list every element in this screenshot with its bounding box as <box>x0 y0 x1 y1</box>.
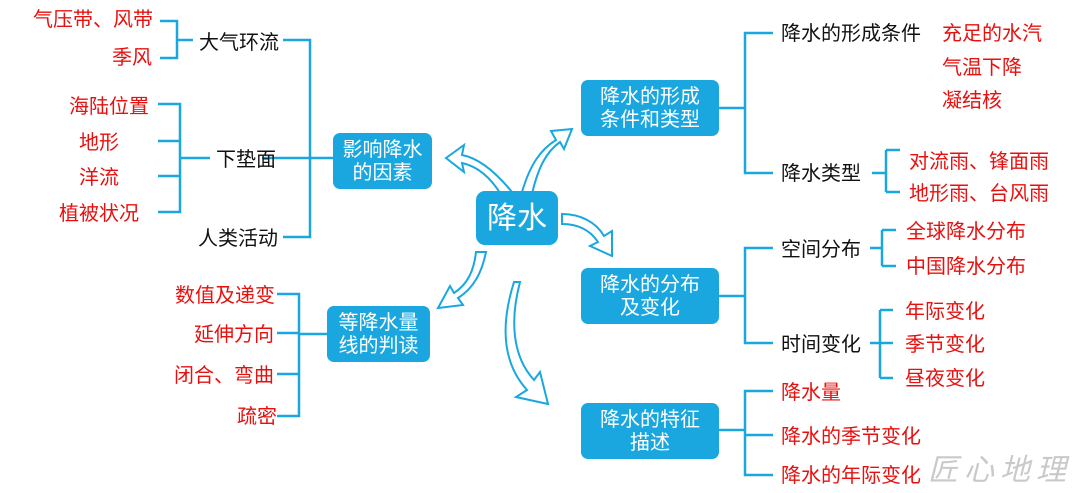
isohyet-values-gradient: 数值及递变 <box>175 283 275 307</box>
factors-box-label: 影响降水 的因素 <box>342 137 423 184</box>
condition-condensation-nuclei: 凝结核 <box>942 88 1002 112</box>
characteristics-box: 降水的特征 描述 <box>581 403 719 459</box>
distribution-change-box-label: 降水的分布 及变化 <box>600 272 700 319</box>
factors-box: 影响降水 的因素 <box>333 133 432 189</box>
human-activity-label: 人类活动 <box>198 226 278 250</box>
china-precip-distribution: 中国降水分布 <box>906 254 1026 278</box>
isohyet-extension-direction: 延伸方向 <box>194 322 274 346</box>
factor-ocean-currents: 洋流 <box>79 165 119 189</box>
isohyet-reading-box-label: 等降水量 线的判读 <box>338 310 419 357</box>
temporal-change-label: 时间变化 <box>781 332 861 356</box>
center-topic-box: 降水 <box>476 191 558 245</box>
formation-types-box: 降水的形成 条件和类型 <box>581 80 719 136</box>
characteristic-seasonal: 降水的季节变化 <box>781 424 921 448</box>
global-precip-distribution: 全球降水分布 <box>906 219 1026 243</box>
atmospheric-circulation-label: 大气环流 <box>199 30 279 54</box>
isohyet-reading-box: 等降水量 线的判读 <box>327 306 430 362</box>
factor-vegetation: 植被状况 <box>59 201 139 225</box>
distribution-change-box: 降水的分布 及变化 <box>581 268 719 324</box>
seasonal-change: 季节变化 <box>905 332 985 356</box>
isohyet-closure-bending: 闭合、弯曲 <box>174 363 274 387</box>
characteristics-box-label: 降水的特征 描述 <box>600 407 700 454</box>
center-topic-label: 降水 <box>487 200 547 236</box>
characteristic-amount: 降水量 <box>781 380 841 404</box>
formation-conditions-label: 降水的形成条件 <box>781 21 921 45</box>
underlying-surface-label: 下垫面 <box>216 147 276 171</box>
type-convective-frontal: 对流雨、锋面雨 <box>909 149 1049 173</box>
factor-monsoon: 季风 <box>112 45 152 69</box>
precipitation-types-label: 降水类型 <box>781 161 861 185</box>
condition-temperature-drop: 气温下降 <box>942 55 1022 79</box>
type-orographic-typhoon: 地形雨、台风雨 <box>909 181 1049 205</box>
condition-sufficient-vapor: 充足的水汽 <box>942 21 1042 45</box>
formation-types-box-label: 降水的形成 条件和类型 <box>600 84 700 131</box>
spatial-distribution-label: 空间分布 <box>781 237 861 261</box>
diurnal-change: 昼夜变化 <box>905 366 985 390</box>
factor-land-sea-position: 海陆位置 <box>69 94 149 118</box>
characteristic-interannual: 降水的年际变化 <box>781 463 921 487</box>
factor-terrain: 地形 <box>79 130 119 154</box>
watermark-logo: 匠心地理 <box>928 453 1072 488</box>
factor-pressure-belts: 气压带、风带 <box>33 7 153 31</box>
interannual-change: 年际变化 <box>905 299 985 323</box>
isohyet-density: 疏密 <box>237 404 277 428</box>
